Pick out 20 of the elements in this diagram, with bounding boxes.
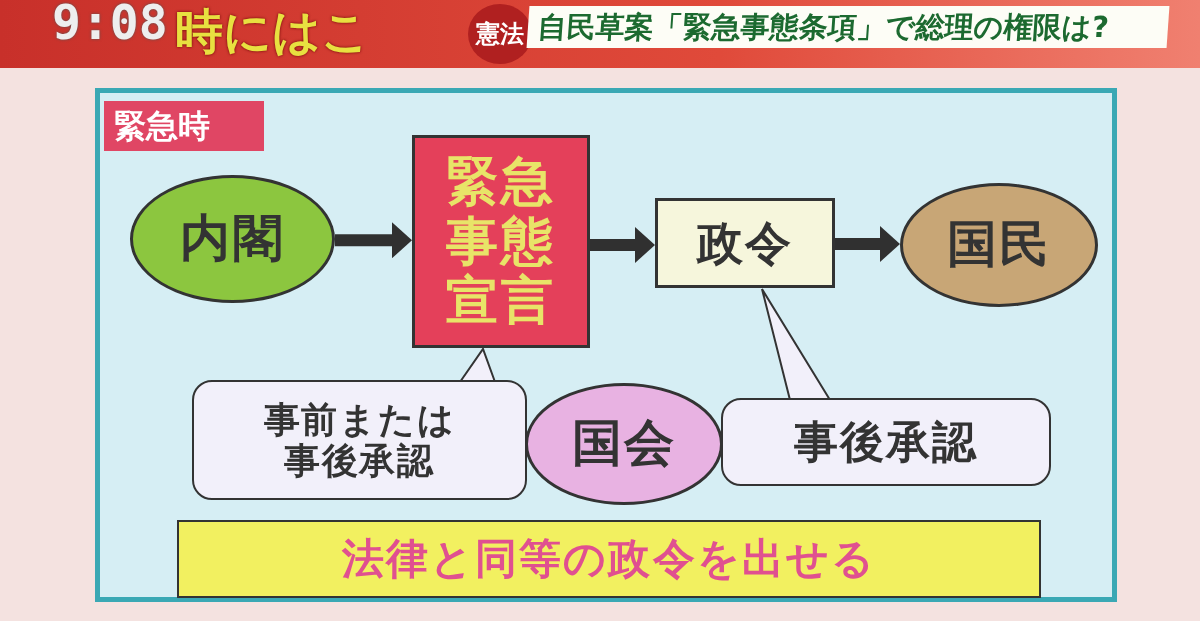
- section-heading: 緊急時: [104, 101, 264, 151]
- flow-arrow: [835, 226, 900, 262]
- node-label: 事後承認: [793, 416, 979, 468]
- flow-arrow: [335, 222, 412, 259]
- result-banner: [177, 520, 1041, 598]
- node-label: 法律と同等の政令を出せる: [341, 534, 877, 584]
- headline-fragment: 時にはこ: [175, 2, 370, 61]
- headline-title: 自民草案「緊急事態条項」で総理の権限は?: [526, 6, 1170, 48]
- node-label: 緊急事態宣言: [445, 151, 557, 332]
- flow-arrow: [590, 227, 655, 263]
- node-label: 事前または事後承認: [262, 398, 457, 482]
- node-label: 国会: [571, 415, 677, 473]
- clock-text: 9:08: [52, 0, 168, 50]
- speech-bubble: [192, 380, 527, 500]
- node-label: 内閣: [180, 210, 285, 268]
- node-label: 政令: [696, 216, 794, 270]
- diagram-panel: [95, 88, 1117, 602]
- ordinance-box: [655, 198, 835, 288]
- declaration-box: [412, 135, 590, 348]
- node-label: 国民: [946, 216, 1052, 274]
